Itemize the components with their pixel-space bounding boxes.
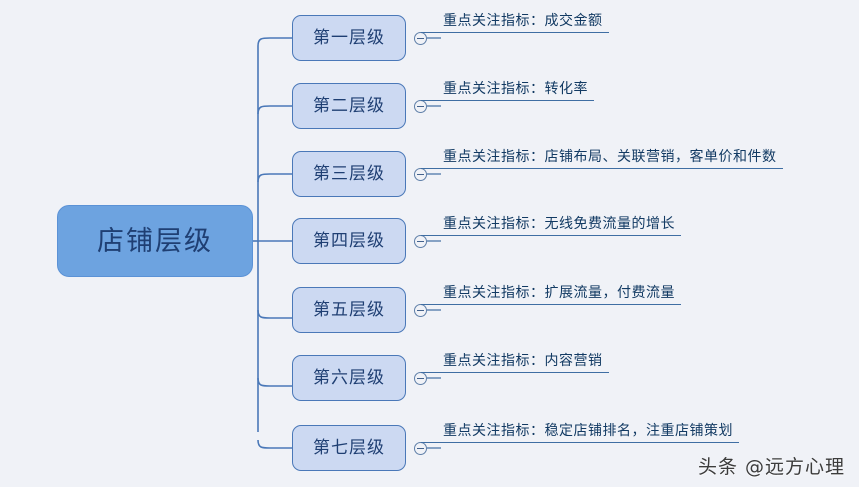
collapse-toggle-icon-5[interactable] xyxy=(414,304,427,317)
node-level-5-label: 第五层级 xyxy=(313,299,385,320)
annotation-level-2-rule xyxy=(421,100,594,101)
node-level-7-label: 第七层级 xyxy=(313,437,385,458)
collapse-toggle-icon-3[interactable] xyxy=(414,168,427,181)
node-level-2-label: 第二层级 xyxy=(313,95,385,116)
annotation-level-1: 重点关注指标：成交金额 xyxy=(421,12,609,33)
annotation-level-5-rule xyxy=(421,304,681,305)
collapse-toggle-icon-2[interactable] xyxy=(414,100,427,113)
annotation-level-3-rule xyxy=(421,168,783,169)
annotation-level-2: 重点关注指标：转化率 xyxy=(421,80,594,101)
annotation-level-1-text: 重点关注指标：成交金额 xyxy=(443,13,603,29)
collapse-toggle-icon-4[interactable] xyxy=(414,235,427,248)
node-level-3-label: 第三层级 xyxy=(313,163,385,184)
node-level-4[interactable]: 第四层级 xyxy=(292,218,406,264)
annotation-level-5: 重点关注指标：扩展流量，付费流量 xyxy=(421,284,681,305)
annotation-level-4-text: 重点关注指标：无线免费流量的增长 xyxy=(443,216,675,232)
node-level-1-label: 第一层级 xyxy=(313,27,385,48)
annotation-level-7-text: 重点关注指标：稳定店铺排名，注重店铺策划 xyxy=(443,423,733,439)
node-level-7[interactable]: 第七层级 xyxy=(292,425,406,471)
annotation-level-3-text: 重点关注指标：店铺布局、关联营销，客单价和件数 xyxy=(443,149,777,165)
root-node-label: 店铺层级 xyxy=(97,225,213,257)
annotation-level-4: 重点关注指标：无线免费流量的增长 xyxy=(421,215,681,236)
annotation-level-6-text: 重点关注指标：内容营销 xyxy=(443,353,603,369)
node-level-3[interactable]: 第三层级 xyxy=(292,151,406,197)
annotation-level-1-rule xyxy=(421,32,609,33)
node-level-6[interactable]: 第六层级 xyxy=(292,355,406,401)
annotation-level-5-text: 重点关注指标：扩展流量，付费流量 xyxy=(443,285,675,301)
watermark: 头条 @远方心理 xyxy=(697,456,845,478)
node-level-4-label: 第四层级 xyxy=(313,230,385,251)
annotation-level-6-rule xyxy=(421,372,609,373)
collapse-toggle-icon-1[interactable] xyxy=(414,32,427,45)
annotation-level-4-rule xyxy=(421,235,681,236)
annotation-level-7: 重点关注指标：稳定店铺排名，注重店铺策划 xyxy=(421,422,739,443)
node-level-6-label: 第六层级 xyxy=(313,367,385,388)
collapse-toggle-icon-7[interactable] xyxy=(414,442,427,455)
annotation-level-7-rule xyxy=(421,442,739,443)
annotation-level-6: 重点关注指标：内容营销 xyxy=(421,352,609,373)
annotation-level-3: 重点关注指标：店铺布局、关联营销，客单价和件数 xyxy=(421,148,783,169)
node-level-2[interactable]: 第二层级 xyxy=(292,83,406,129)
node-level-1[interactable]: 第一层级 xyxy=(292,15,406,61)
collapse-toggle-icon-6[interactable] xyxy=(414,372,427,385)
annotation-level-2-text: 重点关注指标：转化率 xyxy=(443,81,588,97)
root-node[interactable]: 店铺层级 xyxy=(57,205,253,277)
node-level-5[interactable]: 第五层级 xyxy=(292,287,406,333)
